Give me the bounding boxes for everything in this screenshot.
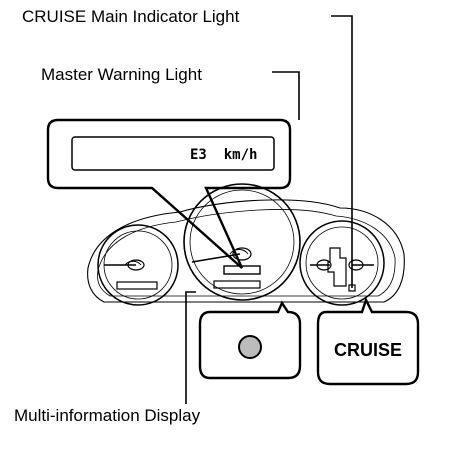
cruise-main-indicator-spot	[348, 284, 356, 292]
right-gauge	[299, 220, 385, 306]
cruise-main-indicator-light-label: CRUISE Main Indicator Light	[22, 7, 240, 26]
master-warning-zoom-callout	[198, 300, 302, 380]
multi-information-display-leader	[185, 291, 196, 404]
cruise-indicator-zoom-callout: CRUISE	[316, 296, 420, 386]
master-warning-leader	[272, 71, 300, 120]
display-zoom-callout: E3 km/h	[46, 118, 292, 269]
display-readout: E3 km/h	[190, 147, 257, 163]
left-gauge	[97, 224, 179, 306]
multi-information-display-label: Multi-information Display	[14, 406, 201, 425]
display-screen	[71, 136, 275, 171]
cluster-housing	[87, 199, 405, 303]
leader-lines	[185, 15, 353, 404]
cruise-indicator-text: CRUISE	[334, 340, 402, 360]
cruise-main-indicator-leader	[331, 15, 353, 288]
master-warning-light-label: Master Warning Light	[41, 65, 202, 84]
master-warning-light-icon	[238, 335, 262, 359]
center-speedometer	[183, 183, 301, 301]
